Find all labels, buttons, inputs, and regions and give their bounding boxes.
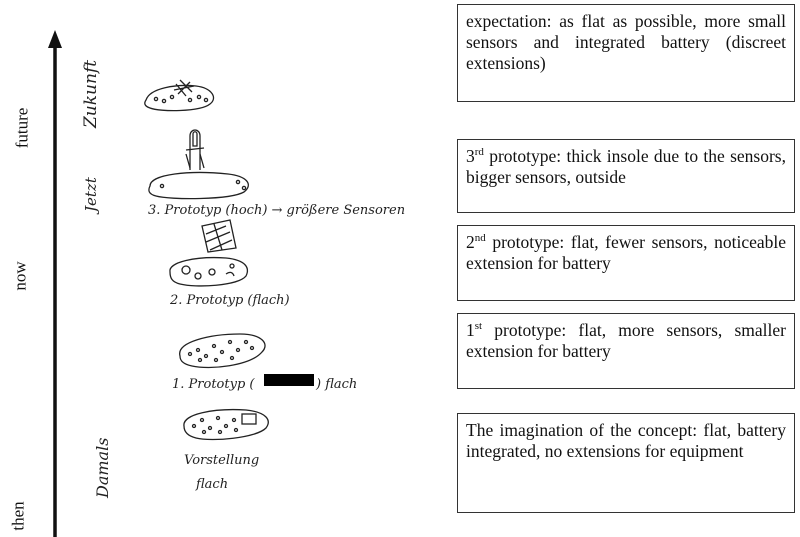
box-second-ordinal: 2 [466, 232, 475, 252]
insole-concept-sketch [183, 408, 269, 441]
box-third-ordinal: 3 [466, 146, 475, 166]
box-concept: The imagination of the concept: flat, ba… [457, 413, 795, 513]
box-expectation-text: expectation: as flat as possible, more s… [466, 11, 786, 73]
insole-prototype2-sketch [169, 219, 249, 287]
caption-prototype2: 2. Prototyp (flach) [169, 293, 290, 308]
box-second-suffix: nd [474, 232, 486, 245]
insole-future-sketch [144, 79, 215, 112]
box-first-suffix: st [474, 320, 483, 333]
box-second-prototype: 2nd prototype: flat, fewer sensors, noti… [457, 225, 795, 301]
box-concept-text: The imagination of the concept: flat, ba… [466, 420, 786, 461]
box-expectation: expectation: as flat as possible, more s… [457, 4, 795, 102]
box-first-prototype: 1st prototype: flat, more sensors, small… [457, 313, 795, 389]
caption-flach: flach [195, 477, 228, 492]
insole-prototype1-sketch [179, 333, 266, 369]
box-third-text: prototype: thick insole due to the senso… [466, 146, 786, 187]
box-first-text: prototype: flat, more sensors, smaller e… [466, 320, 786, 361]
box-second-text: prototype: flat, fewer sensors, noticeab… [466, 232, 786, 273]
caption-prototype1-end: ) flach [315, 377, 357, 392]
caption-prototype1-start: 1. Prototyp ( [172, 377, 255, 392]
box-third-suffix: rd [474, 146, 484, 159]
box-third-prototype: 3rd prototype: thick insole due to the s… [457, 139, 795, 213]
label-damals: Damals [93, 438, 112, 499]
redaction-bar [264, 374, 314, 386]
label-jetzt: Jetzt [82, 176, 100, 215]
caption-prototype3: 3. Prototyp (hoch) → größere Sensoren [148, 203, 405, 218]
time-arrow [48, 30, 62, 537]
caption-vorstellung: Vorstellung [184, 453, 259, 468]
box-first-ordinal: 1 [466, 320, 475, 340]
insole-prototype3-sketch [148, 129, 249, 200]
label-zukunft: Zukunft [81, 60, 101, 129]
